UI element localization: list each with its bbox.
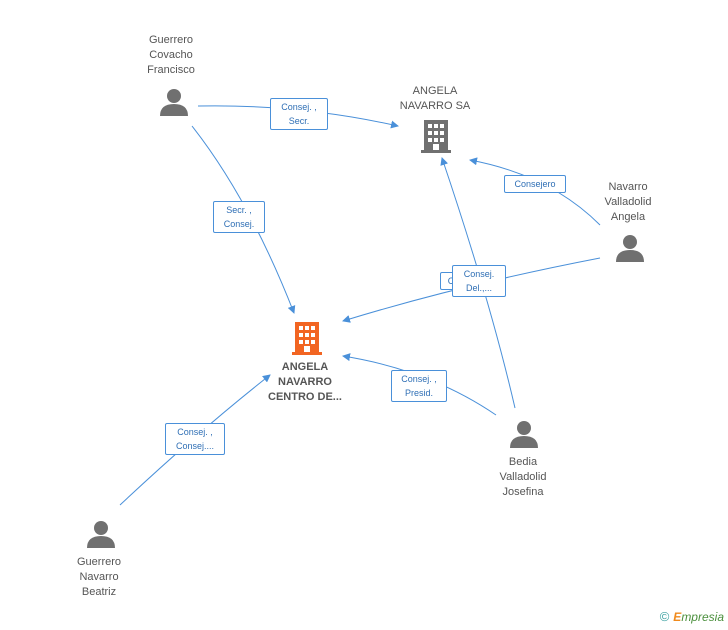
edge-label-secr-consej[interactable]: Secr. , Consej. (213, 201, 265, 233)
brand-name: Empresia (673, 610, 724, 624)
building-icon[interactable] (421, 120, 451, 153)
edge-label-consej-secr[interactable]: Consej. , Secr. (270, 98, 328, 130)
node-label-angela-navarro-centro[interactable]: ANGELA NAVARRO CENTRO DE... (268, 361, 342, 403)
edge-label-consejero[interactable]: Consejero (504, 175, 566, 193)
edge-label-consej-del[interactable]: Consej. Del.,... (452, 265, 506, 297)
node-label-navarro-valladolid[interactable]: Navarro Valladolid Angela (604, 181, 652, 223)
empresia-logo[interactable]: ©Empresia (660, 609, 724, 624)
person-icon[interactable] (87, 521, 115, 548)
node-label-angela-navarro-sa[interactable]: ANGELA NAVARRO SA (399, 85, 471, 112)
edge-label-consej-presid[interactable]: Consej. , Presid. (391, 370, 447, 402)
node-label-guerrero-navarro[interactable]: Guerrero Navarro Beatriz (76, 556, 122, 598)
edge-label-consej-consej[interactable]: Consej. , Consej.... (165, 423, 225, 455)
building-icon-main[interactable] (292, 322, 322, 355)
copyright-symbol: © (659, 609, 670, 624)
node-label-guerrero-covacho[interactable]: Guerrero Covacho Francisco (147, 34, 195, 76)
node-label-bedia[interactable]: Bedia Valladolid Josefina (499, 456, 547, 498)
person-icon[interactable] (510, 421, 538, 448)
person-icon[interactable] (616, 235, 644, 262)
person-icon[interactable] (160, 89, 188, 116)
